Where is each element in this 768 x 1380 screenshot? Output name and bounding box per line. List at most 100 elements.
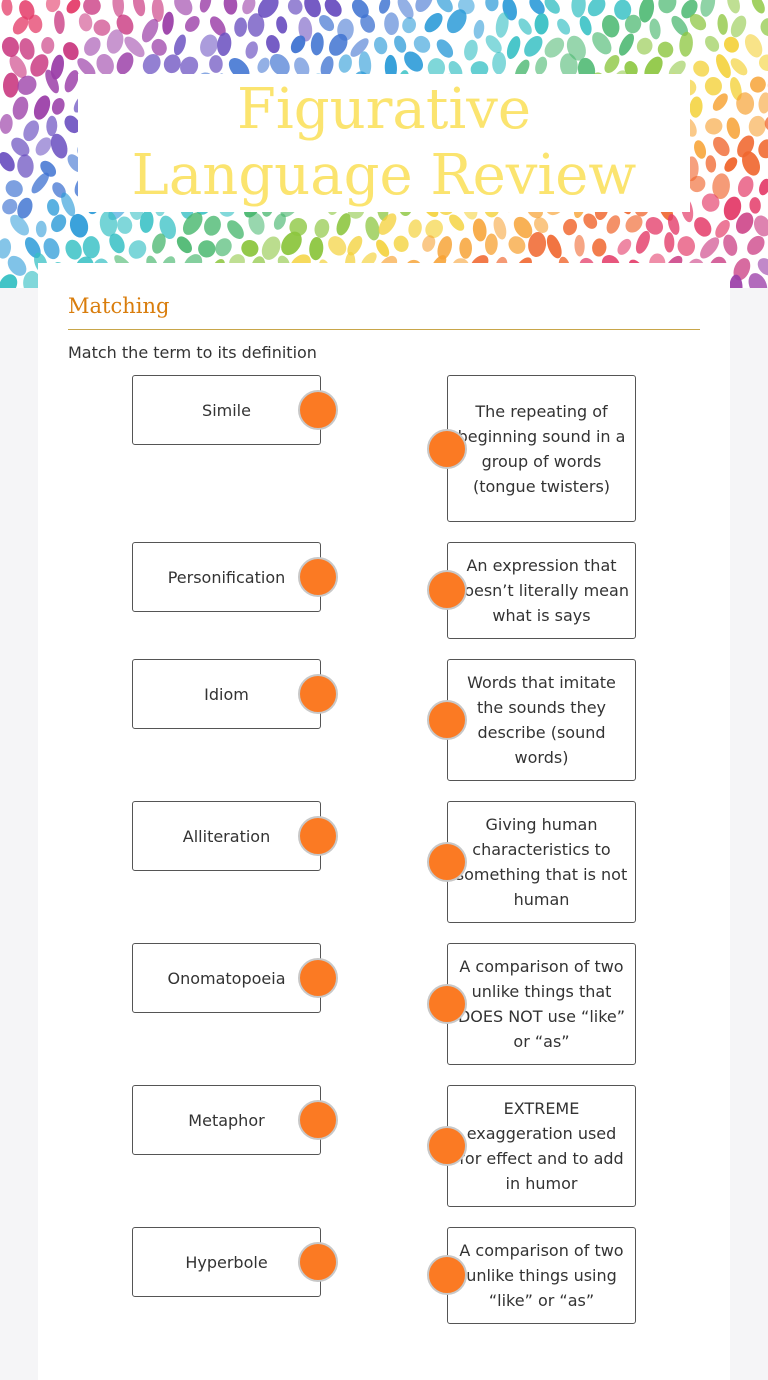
paint-dot [470, 61, 489, 78]
paint-dot [65, 239, 82, 260]
term-label: Hyperbole [185, 1252, 268, 1272]
paint-dot [485, 233, 498, 256]
paint-dot [234, 17, 247, 37]
definition-connector-dot[interactable] [427, 984, 467, 1024]
paint-dot [298, 16, 313, 42]
paint-dot [378, 213, 397, 235]
paint-dot [320, 56, 334, 77]
paint-dot [141, 18, 159, 43]
paint-dot [351, 0, 369, 19]
definition-box[interactable]: Giving human characteristics to somethin… [447, 801, 636, 923]
paint-dot [413, 35, 431, 53]
term-box[interactable]: Onomatopoeia [132, 943, 321, 1013]
term-connector-dot[interactable] [298, 816, 338, 856]
definition-box[interactable]: Words that imitate the sounds they descr… [447, 659, 636, 781]
definition-box[interactable]: The repeating of beginning sound in a gr… [447, 375, 636, 522]
paint-dot [729, 274, 743, 288]
paint-dot [151, 38, 167, 56]
term-box[interactable]: Hyperbole [132, 1227, 321, 1297]
paint-dot [376, 239, 390, 257]
definition-text: A comparison of two unlike things using … [459, 1241, 624, 1310]
term-connector-dot[interactable] [298, 557, 338, 597]
paint-dot [124, 36, 145, 58]
paint-dot [571, 0, 586, 18]
definition-connector-dot[interactable] [427, 700, 467, 740]
worksheet-card: Matching Match the term to its definitio… [38, 263, 730, 1380]
paint-dot [705, 35, 720, 52]
definition-connector-dot[interactable] [427, 1126, 467, 1166]
paint-dot [294, 57, 310, 78]
paint-dot [748, 273, 768, 288]
paint-dot [760, 18, 768, 37]
definition-connector-dot[interactable] [427, 570, 467, 610]
paint-dot [360, 14, 376, 33]
paint-dot [338, 54, 352, 73]
paint-dot [758, 139, 768, 159]
paint-dot [0, 151, 15, 172]
term-box[interactable]: Simile [132, 375, 321, 445]
definition-box[interactable]: A comparison of two unlike things that D… [447, 943, 636, 1065]
paint-dot [644, 56, 663, 80]
definition-connector-dot[interactable] [427, 1255, 467, 1295]
paint-dot [1, 0, 13, 16]
paint-dot [132, 0, 146, 17]
paint-dot [309, 236, 324, 261]
paint-dot [83, 0, 101, 15]
paint-dot [176, 236, 192, 254]
paint-dot [529, 0, 545, 15]
paint-dot [139, 210, 154, 233]
paint-dot [0, 274, 18, 288]
paint-dot [645, 217, 664, 235]
paint-dot [77, 58, 96, 78]
paint-dot [557, 18, 571, 35]
definition-box[interactable]: An expression that doesn’t literally mea… [447, 542, 636, 639]
paint-dot [45, 0, 61, 13]
definition-box[interactable]: EXTREME exaggeration used for effect and… [447, 1085, 636, 1207]
paint-dot [727, 0, 740, 14]
term-connector-dot[interactable] [298, 958, 338, 998]
paint-dot [63, 42, 79, 61]
definition-connector-dot[interactable] [427, 429, 467, 469]
paint-dot [9, 55, 27, 79]
definition-connector-dot[interactable] [427, 842, 467, 882]
paint-dot [66, 0, 81, 14]
paint-dot [69, 213, 89, 238]
term-box[interactable]: Metaphor [132, 1085, 321, 1155]
paint-dot [472, 218, 487, 242]
definition-text: An expression that doesn’t literally mea… [454, 556, 629, 625]
paint-dot [223, 0, 238, 15]
term-connector-dot[interactable] [298, 674, 338, 714]
paint-dot [524, 35, 543, 57]
paint-dot [402, 17, 416, 34]
term-connector-dot[interactable] [298, 390, 338, 430]
paint-dot [310, 32, 324, 56]
term-box[interactable]: Alliteration [132, 801, 321, 871]
term-connector-dot[interactable] [298, 1100, 338, 1140]
paint-dot [35, 137, 52, 156]
paint-dot [624, 61, 638, 77]
paint-dot [694, 140, 707, 159]
paint-dot [459, 237, 472, 259]
paint-dot [544, 0, 560, 14]
term-label: Alliteration [182, 826, 271, 846]
paint-dot [30, 54, 49, 77]
paint-dot [694, 217, 712, 237]
paint-dot [560, 53, 578, 79]
paint-dot [99, 210, 118, 237]
paint-dot [704, 76, 722, 96]
paint-dot [495, 12, 509, 38]
definition-box[interactable]: A comparison of two unlike things using … [447, 1227, 636, 1324]
term-box[interactable]: Personification [132, 542, 321, 612]
paint-dot [744, 34, 763, 58]
paint-dot [464, 39, 478, 61]
paint-dot [493, 216, 507, 240]
term-label: Personification [167, 567, 286, 587]
paint-dot [713, 136, 730, 157]
paint-dot [604, 55, 620, 74]
term-connector-dot[interactable] [298, 1242, 338, 1282]
term-box[interactable]: Idiom [132, 659, 321, 729]
paint-dot [328, 236, 347, 256]
paint-dot [394, 35, 407, 53]
paint-dot [384, 12, 399, 36]
paint-dot [350, 38, 369, 57]
